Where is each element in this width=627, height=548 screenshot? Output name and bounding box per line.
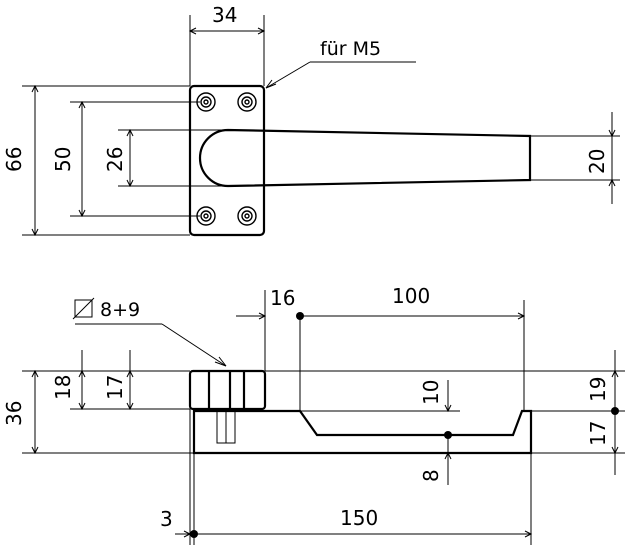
dim-18-label: 18 (51, 375, 75, 400)
dim-18: 18 (51, 350, 86, 411)
thread-note-leader: für M5 (265, 38, 416, 89)
dim-17-left: 17 (103, 350, 190, 411)
dim-8-label: 8 (419, 469, 443, 482)
thread-note-label: für M5 (320, 38, 381, 60)
dim-3: 3 (160, 409, 195, 545)
dim-10: 10 (300, 380, 460, 413)
square-note-label: 8+9 (100, 299, 140, 321)
base-plate-outline (188, 84, 266, 237)
top-view: 34 für M5 66 50 (2, 3, 620, 237)
dim-19: 19 (586, 350, 619, 475)
dim-150: 150 (190, 453, 533, 545)
dim-3-label: 3 (160, 507, 173, 531)
dim-17-right-label: 17 (586, 421, 610, 446)
handle-side-outline (192, 409, 533, 455)
dim-16: 16 (236, 286, 295, 371)
dim-20: 20 (530, 112, 620, 204)
hole-top-left (196, 92, 216, 112)
handle-lever-outline (198, 128, 532, 188)
dim-36: 36 (2, 369, 39, 455)
square-note: 8+9 (72, 297, 227, 367)
dim-17-right: 17 (586, 421, 619, 455)
dim-8: 8 (419, 431, 452, 485)
dim-17-left-label: 17 (103, 375, 127, 400)
dim-66-label: 66 (2, 147, 26, 172)
dim-34: 34 (188, 3, 266, 86)
dim-100: 100 (296, 284, 526, 411)
dim-34-label: 34 (212, 3, 237, 27)
square-hub-outline (188, 369, 267, 411)
dim-26: 26 (103, 128, 228, 188)
square-symbol (74, 299, 93, 318)
dim-50-label: 50 (51, 147, 75, 172)
dim-36-label: 36 (2, 401, 26, 426)
dim-16-label: 16 (270, 286, 295, 310)
dim-100-label: 100 (392, 284, 430, 308)
dim-26-label: 26 (103, 147, 127, 172)
dim-19-label: 19 (586, 377, 610, 402)
dim-50: 50 (51, 100, 200, 218)
hole-top-right (237, 92, 257, 112)
side-view: 8+9 16 100 36 (2, 284, 625, 545)
dim-150-label: 150 (340, 506, 378, 530)
dim-66: 66 (2, 84, 190, 237)
dim-20-label: 20 (585, 149, 609, 174)
mounting-holes (196, 92, 257, 226)
hole-bottom-right (237, 206, 257, 226)
dim-10-label: 10 (419, 380, 443, 405)
